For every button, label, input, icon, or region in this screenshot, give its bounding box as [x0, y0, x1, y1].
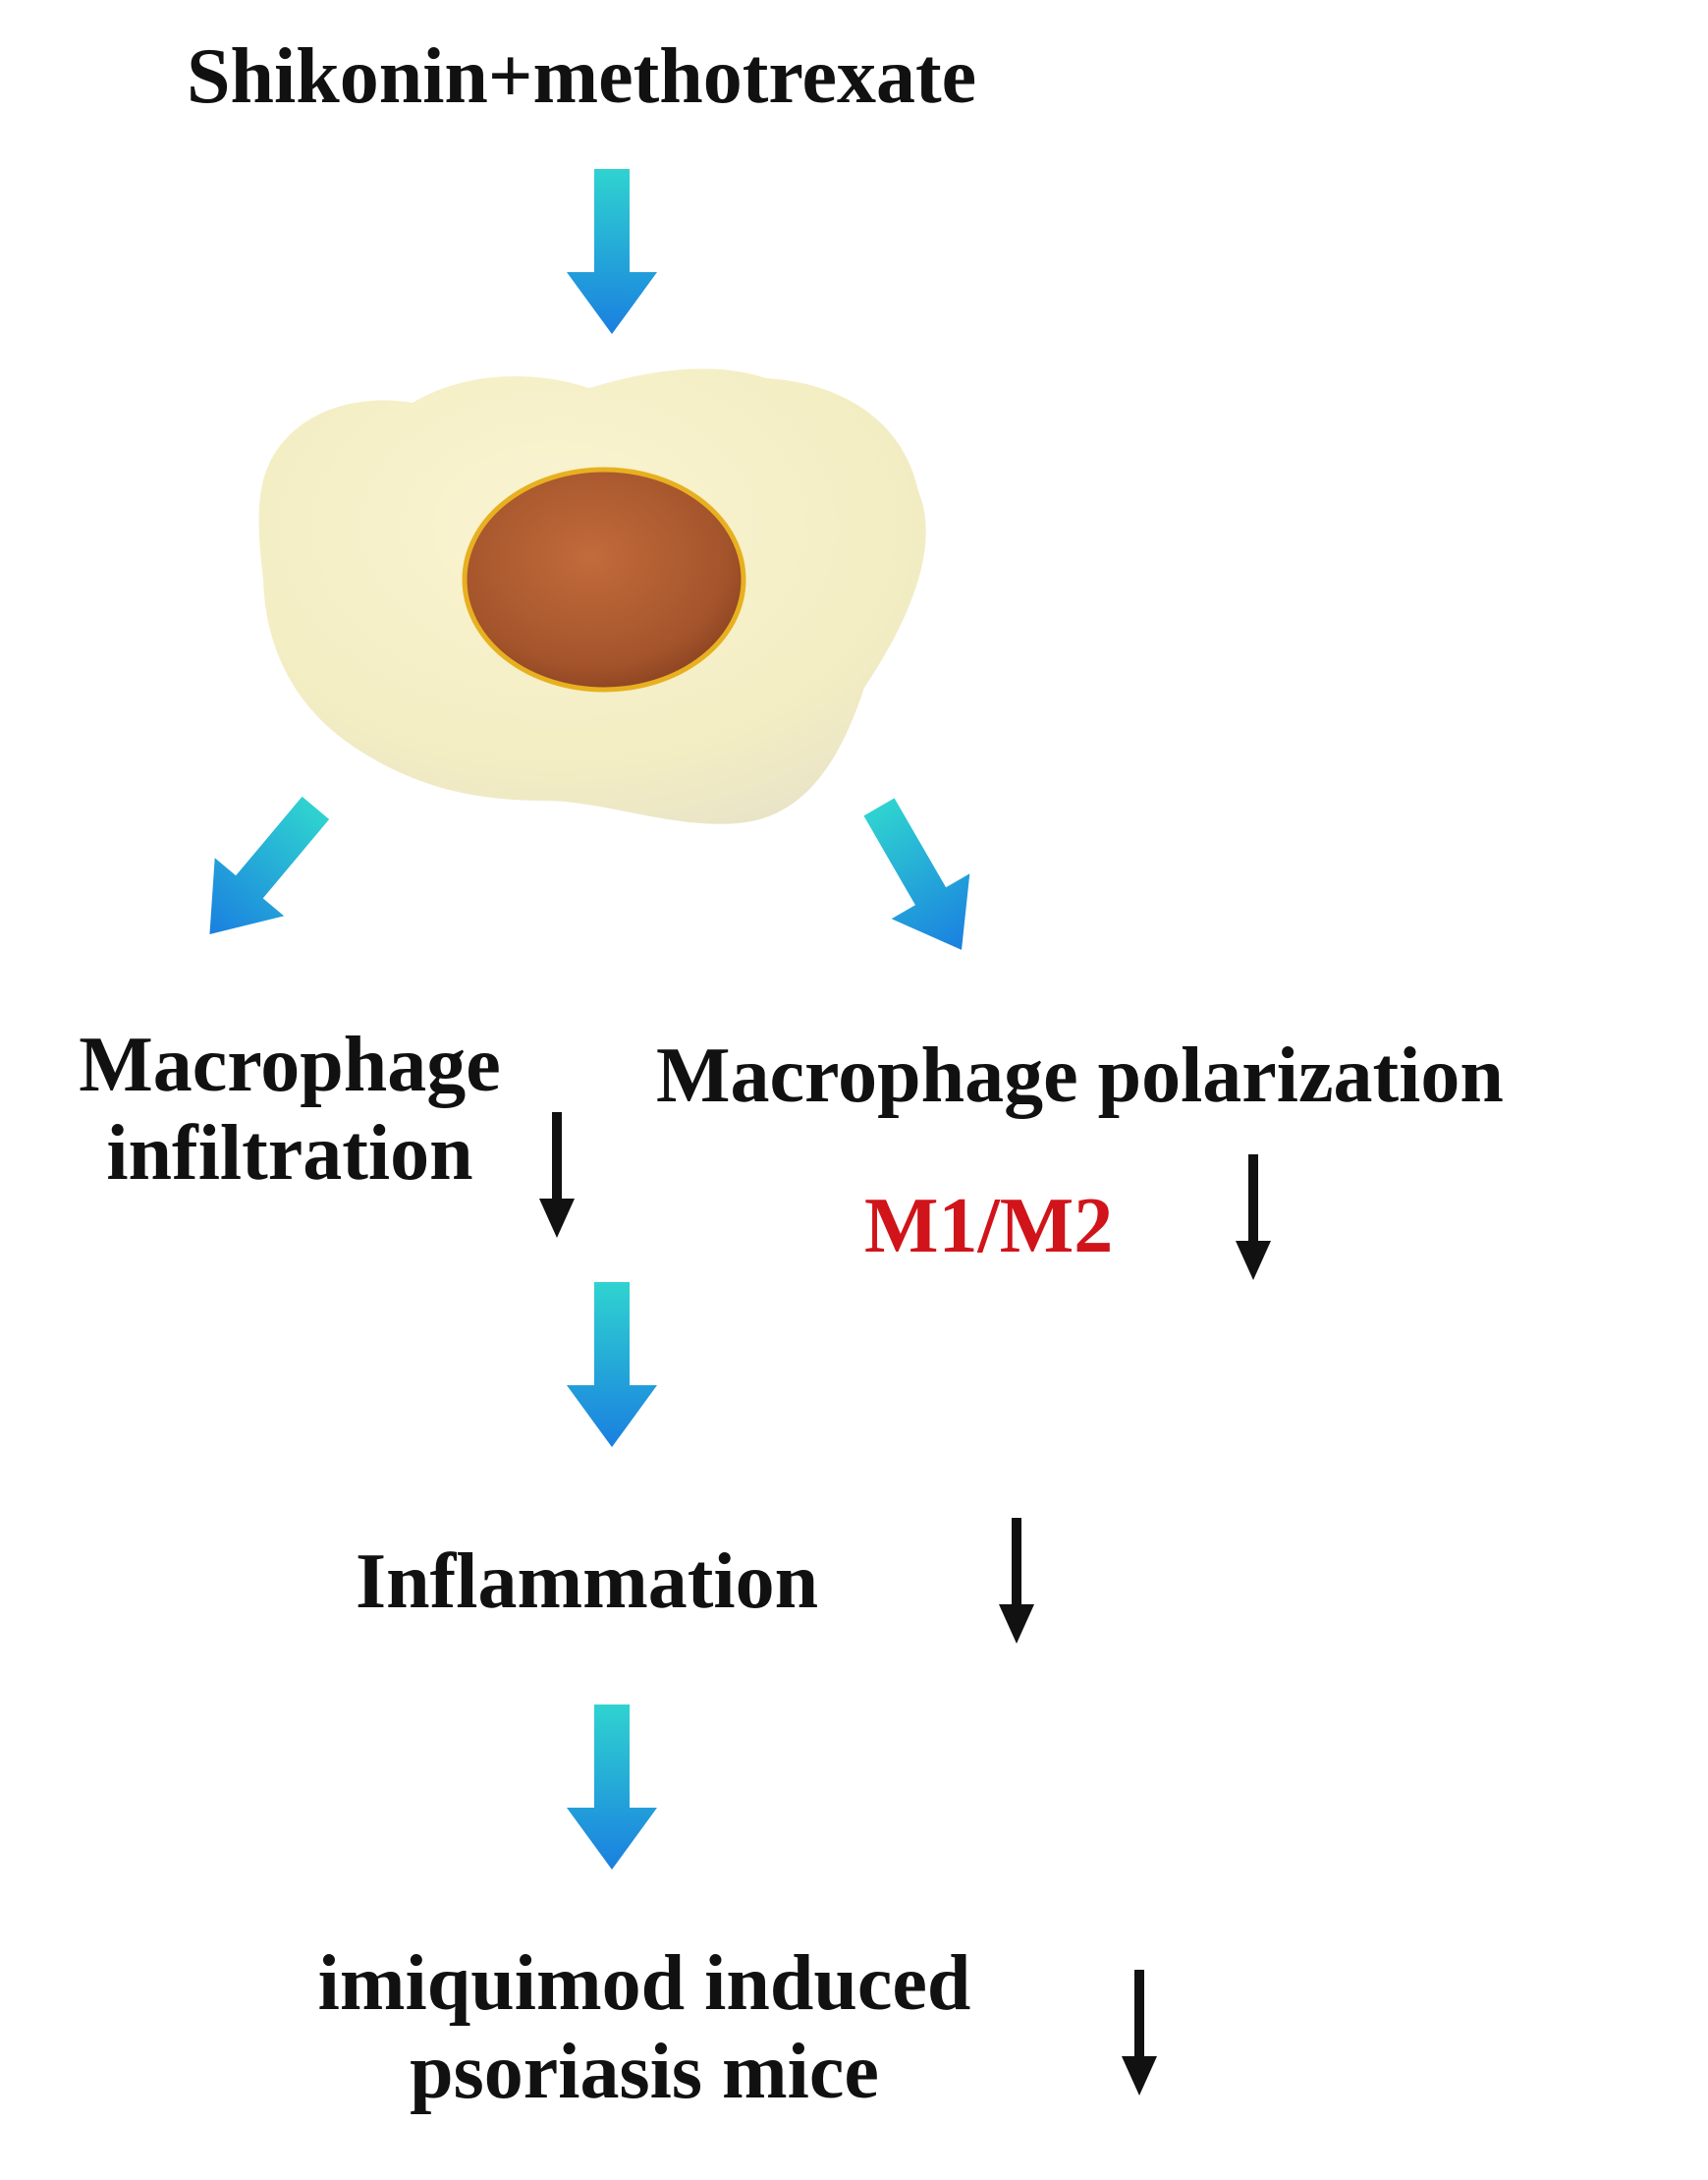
m1-m2-ratio-label: M1/M2 [864, 1183, 1114, 1269]
flow-arrow-top-icon [567, 169, 657, 334]
treatment-title: Shikonin+methotrexate [187, 33, 977, 120]
flow-arrow-right-icon [840, 784, 1001, 973]
down-arrow-outcome-icon [1122, 1970, 1157, 2096]
flow-arrow-left-icon [175, 778, 351, 964]
down-arrow-polarization-icon [1236, 1154, 1271, 1280]
cell-nucleus [462, 467, 746, 693]
macrophage-polarization-label: Macrophage polarization [656, 1033, 1504, 1119]
inflammation-label: Inflammation [356, 1538, 819, 1625]
macrophage-infiltration-label: Macrophage infiltration [79, 1022, 501, 1197]
down-arrow-inflammation-icon [999, 1518, 1034, 1644]
flow-arrow-middle-icon [567, 1282, 657, 1447]
macrophage-cell-icon [258, 368, 926, 824]
flow-arrow-bottom-icon [567, 1705, 657, 1870]
psoriasis-outcome-label: imiquimod induced psoriasis mice [317, 1940, 971, 2115]
